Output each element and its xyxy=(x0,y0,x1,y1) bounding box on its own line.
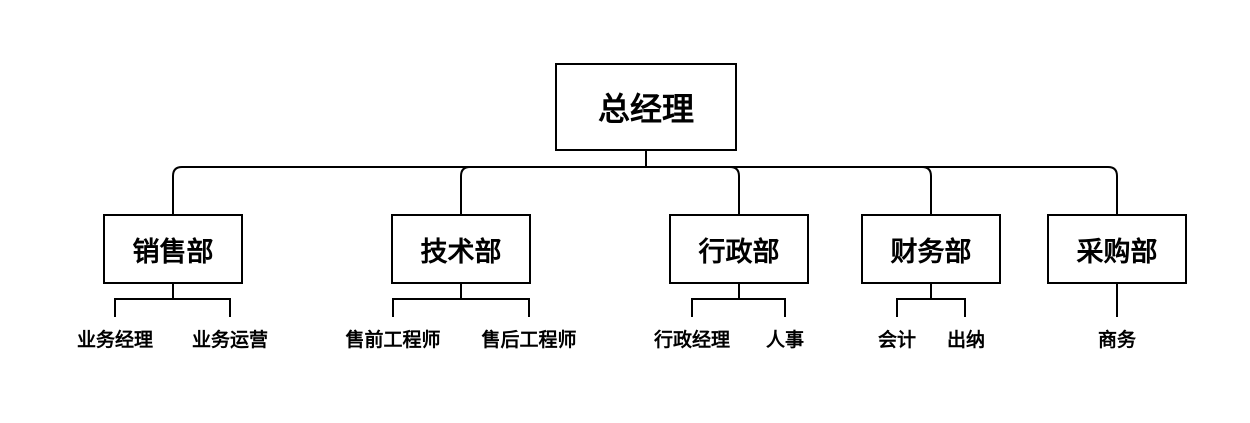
dept-node-sales: 销售部 xyxy=(103,214,243,284)
connector-dept-3 xyxy=(729,166,740,214)
connector-dept-2 xyxy=(460,166,471,214)
connector-dept-4-roles xyxy=(896,284,966,317)
connector-dept-3-roles xyxy=(691,284,786,317)
role-label: 业务经理 xyxy=(76,329,154,351)
role-label: 行政经理 xyxy=(653,329,731,351)
dept-node-label: 销售部 xyxy=(132,236,214,268)
connector-dept-4 xyxy=(921,166,932,214)
role-label: 会计 xyxy=(877,329,917,351)
root-node-label: 总经理 xyxy=(597,90,694,128)
connector-dept-2-roles xyxy=(392,284,530,317)
role-label: 业务运营 xyxy=(191,329,269,351)
dept-node-admin: 行政部 xyxy=(669,214,809,284)
dept-node-tech: 技术部 xyxy=(391,214,531,284)
connector-bus xyxy=(172,166,1118,214)
root-node: 总经理 xyxy=(555,63,737,151)
role-label: 人事 xyxy=(765,329,805,351)
role-label: 商务 xyxy=(1097,329,1137,351)
dept-node-label: 技术部 xyxy=(420,236,502,268)
role-label: 售后工程师 xyxy=(481,329,577,351)
dept-node-label: 采购部 xyxy=(1076,236,1158,268)
role-label: 出纳 xyxy=(946,329,986,351)
dept-node-label: 行政部 xyxy=(698,236,780,268)
connector-dept-1-roles xyxy=(114,284,231,317)
role-label: 售前工程师 xyxy=(345,329,441,351)
dept-node-purchasing: 采购部 xyxy=(1047,214,1187,284)
dept-node-finance: 财务部 xyxy=(861,214,1001,284)
dept-node-label: 财务部 xyxy=(890,236,972,268)
